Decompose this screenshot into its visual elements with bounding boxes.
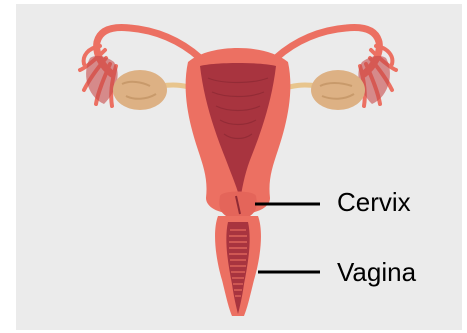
cervix-label: Cervix xyxy=(337,189,411,215)
left-ovary xyxy=(113,70,167,110)
right-ovary xyxy=(311,70,365,110)
vagina-label: Vagina xyxy=(337,259,416,285)
